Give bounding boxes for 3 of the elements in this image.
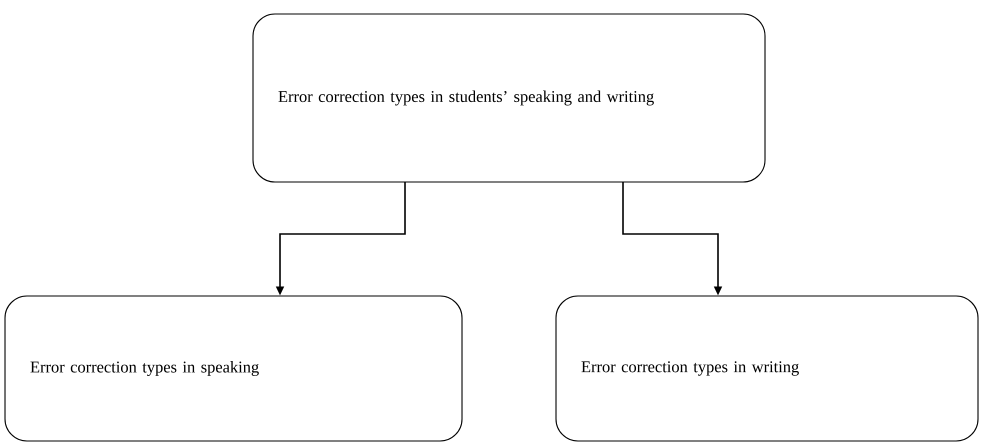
process-box: Error correction types in writing — [555, 295, 979, 442]
process-box: Error correction types in students’ speaking and writing — [252, 13, 766, 183]
process-box: Error correction types in speaking — [4, 295, 463, 442]
